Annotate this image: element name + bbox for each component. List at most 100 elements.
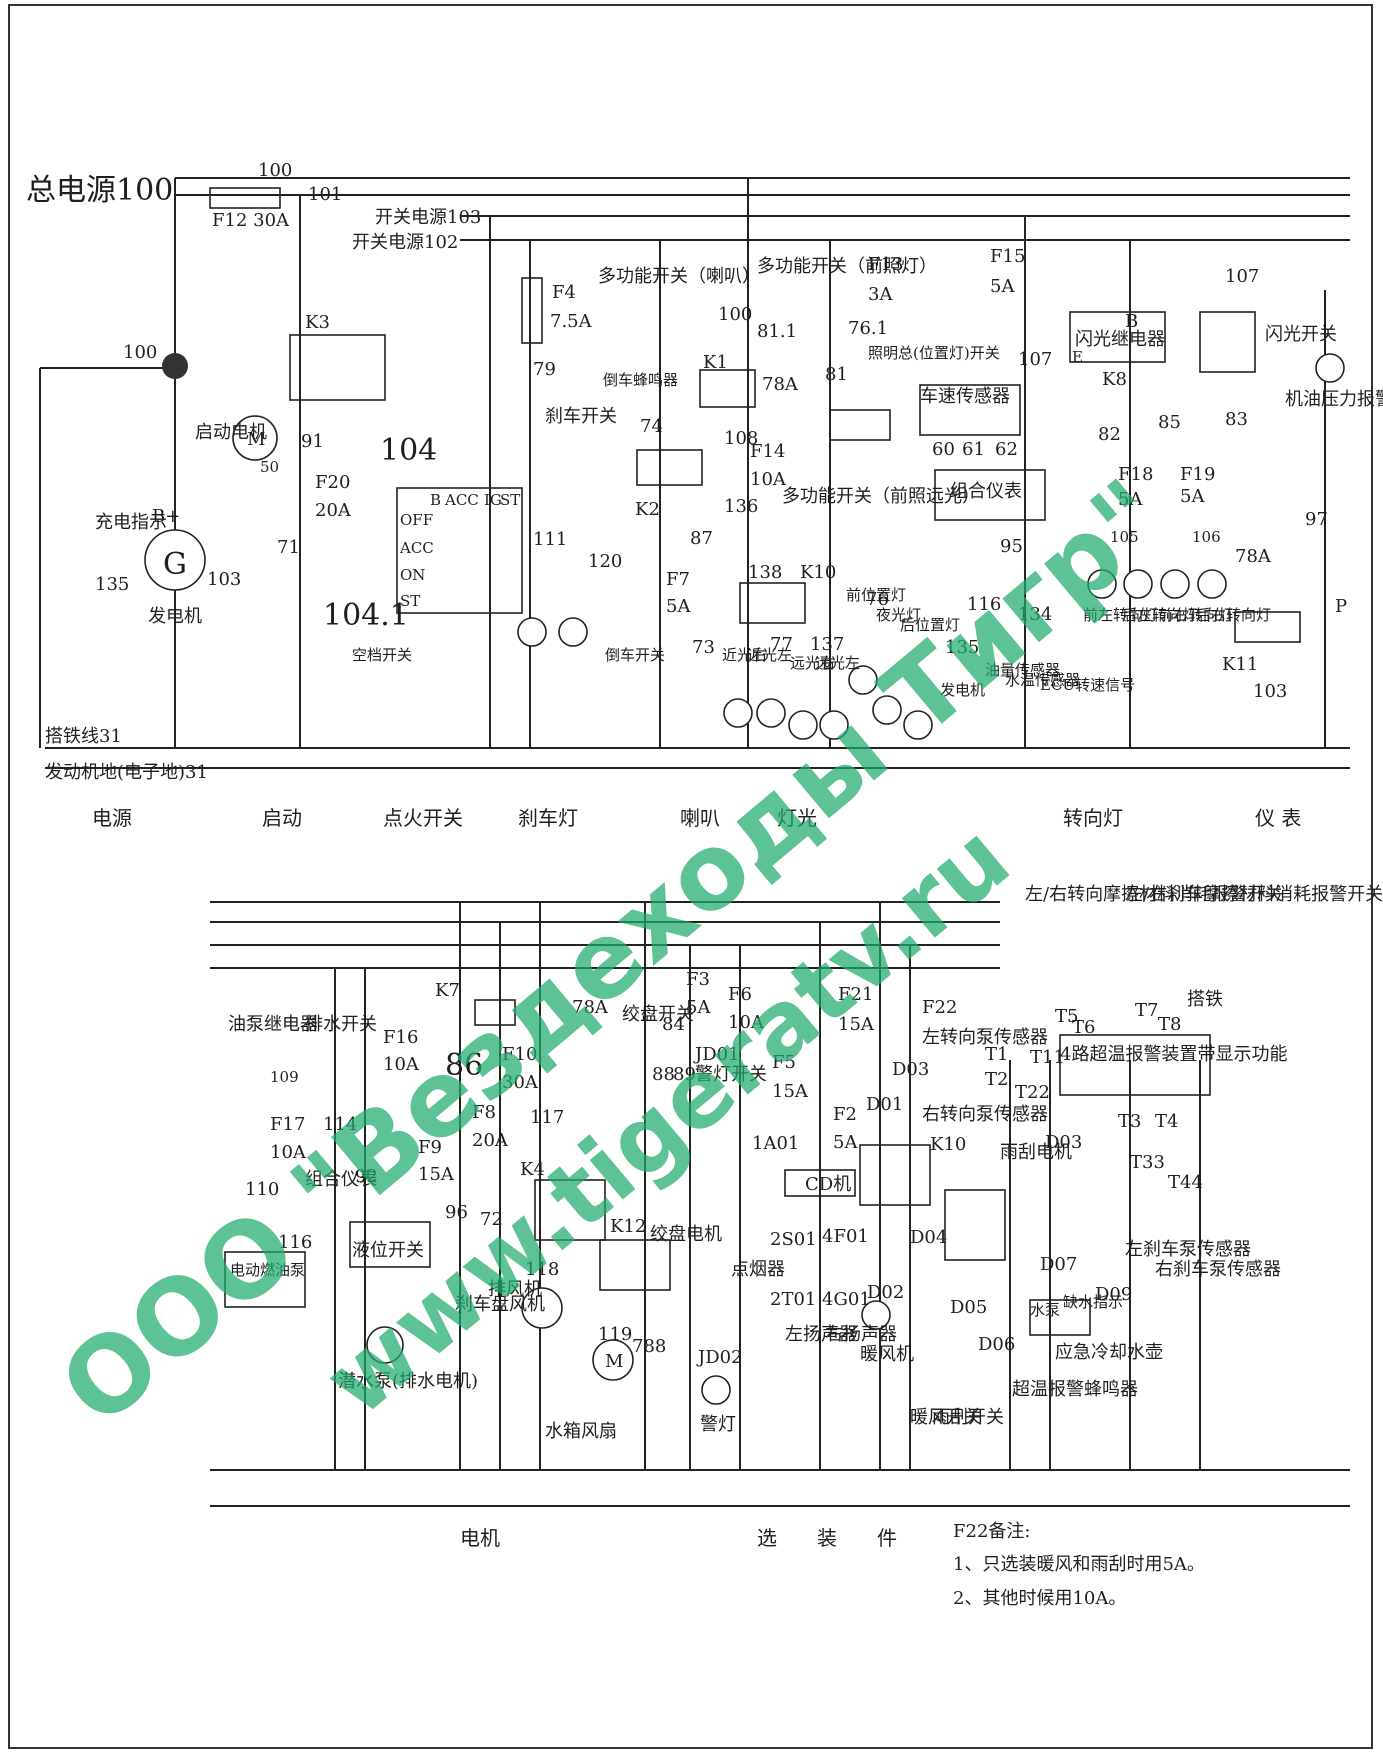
svg-text:ST: ST [400,592,420,610]
svg-text:81: 81 [825,364,848,385]
svg-text:前左转向灯: 前左转向灯 [1083,606,1158,624]
svg-text:96: 96 [445,1202,468,1223]
svg-text:T6: T6 [1072,1017,1095,1038]
svg-text:15A: 15A [418,1164,455,1185]
svg-text:水温传感器: 水温传感器 [1005,671,1080,689]
bus-lines [39,177,1350,1507]
svg-text:T44: T44 [1168,1172,1203,1193]
svg-text:E: E [1072,348,1083,366]
svg-text:101: 101 [308,184,342,205]
svg-text:15A: 15A [838,1014,875,1035]
svg-text:78A: 78A [1235,546,1272,567]
svg-text:4G01: 4G01 [822,1289,871,1310]
svg-text:K7: K7 [435,980,460,1001]
svg-text:排水开关: 排水开关 [305,1014,377,1035]
svg-text:D03: D03 [892,1059,929,1080]
svg-text:134: 134 [1018,604,1052,625]
svg-text:电源: 电源 [92,806,132,830]
note-title: F22备注: [953,1521,1030,1542]
svg-text:组合仪表: 组合仪表 [305,1169,377,1190]
svg-text:84: 84 [662,1014,685,1035]
svg-text:106: 106 [1192,528,1221,546]
svg-text:K11: K11 [1222,654,1258,675]
svg-text:ECU转速信号: ECU转速信号 [1040,676,1135,694]
svg-text:111: 111 [533,529,567,550]
svg-text:发动机地(电子地)31: 发动机地(电子地)31 [45,762,208,783]
svg-text:B: B [430,491,441,509]
svg-text:F16: F16 [383,1027,418,1048]
svg-text:雨刮电机: 雨刮电机 [1000,1142,1072,1163]
svg-text:前右转向灯: 前右转向灯 [1158,606,1233,624]
svg-text:搭铁: 搭铁 [1187,989,1223,1010]
svg-text:前位置灯: 前位置灯 [846,586,906,604]
svg-text:多功能开关（前照灯）: 多功能开关（前照灯） [757,256,937,277]
svg-text:多功能开关（喇叭）: 多功能开关（喇叭） [598,266,760,287]
svg-text:117: 117 [530,1107,564,1128]
svg-text:远光左: 远光左 [815,654,860,672]
svg-text:T33: T33 [1130,1152,1165,1173]
svg-text:M: M [605,1351,623,1372]
svg-text:F21: F21 [838,984,873,1005]
svg-text:油泵继电器: 油泵继电器 [228,1014,318,1035]
svg-text:K12: K12 [610,1216,646,1237]
svg-text:10A: 10A [728,1012,765,1033]
svg-text:右刹车泵传感器: 右刹车泵传感器 [1155,1259,1281,1280]
svg-text:T2: T2 [985,1069,1008,1090]
svg-text:78A: 78A [762,374,799,395]
svg-text:100: 100 [718,304,752,325]
svg-text:71: 71 [277,537,300,558]
svg-text:B: B [1125,311,1138,332]
svg-text:K4: K4 [520,1159,545,1180]
svg-text:5A: 5A [686,997,711,1018]
svg-text:F14: F14 [750,441,785,462]
svg-text:暖风开关: 暖风开关 [910,1407,982,1428]
svg-text:油量传感器: 油量传感器 [985,661,1060,679]
svg-text:转向灯: 转向灯 [1063,806,1123,830]
svg-text:T5: T5 [1055,1006,1078,1027]
svg-text:F8: F8 [472,1102,496,1123]
svg-text:78A: 78A [572,997,609,1018]
svg-text:左刹车泵传感器: 左刹车泵传感器 [1125,1239,1251,1260]
svg-text:选: 选 [757,1526,777,1550]
svg-text:F10: F10 [502,1044,537,1065]
svg-text:P: P [1335,596,1347,617]
lamp-symbols [144,353,1345,1405]
svg-text:夜光灯: 夜光灯 [876,606,921,624]
svg-text:警灯开关: 警灯开关 [695,1064,767,1085]
svg-text:100: 100 [123,342,157,363]
svg-text:D01: D01 [866,1094,903,1115]
svg-text:装: 装 [817,1526,837,1550]
svg-text:刹车开关: 刹车开关 [545,406,617,427]
svg-text:60: 60 [932,439,955,460]
svg-text:105: 105 [1110,528,1139,546]
note-line-1: 1、只选装暖风和雨刮时用5A。 [953,1554,1205,1575]
svg-text:F15: F15 [990,246,1025,267]
svg-text:81.1: 81.1 [757,321,797,342]
svg-text:30A: 30A [502,1072,539,1093]
svg-text:107: 107 [1018,349,1052,370]
svg-text:118: 118 [525,1259,559,1280]
svg-text:92: 92 [355,1166,378,1187]
svg-text:暖风机: 暖风机 [860,1344,914,1365]
svg-text:62: 62 [995,439,1018,460]
svg-text:74: 74 [640,416,663,437]
svg-text:潜水泵(排水电机): 潜水泵(排水电机) [338,1371,478,1392]
svg-text:件: 件 [877,1526,897,1550]
svg-text:73: 73 [692,637,715,658]
svg-text:95: 95 [1000,536,1023,557]
svg-text:D06: D06 [978,1334,1015,1355]
svg-text:T1: T1 [985,1044,1008,1065]
svg-text:左转向泵传感器: 左转向泵传感器 [922,1027,1048,1048]
svg-text:刹车盘风机: 刹车盘风机 [455,1294,545,1315]
svg-text:JD02: JD02 [696,1347,743,1368]
svg-text:灯光: 灯光 [777,806,817,830]
svg-text:K10: K10 [930,1134,966,1155]
svg-text:4F01: 4F01 [822,1226,869,1247]
svg-text:5A: 5A [990,276,1015,297]
svg-text:闪光开关: 闪光开关 [1265,324,1337,345]
svg-text:107: 107 [1225,266,1259,287]
svg-text:雨刮开关: 雨刮开关 [932,1407,1004,1428]
svg-text:远光右: 远光右 [790,654,835,672]
svg-text:IG: IG [484,491,502,509]
svg-text:后右转向灯: 后右转向灯 [1196,606,1271,624]
